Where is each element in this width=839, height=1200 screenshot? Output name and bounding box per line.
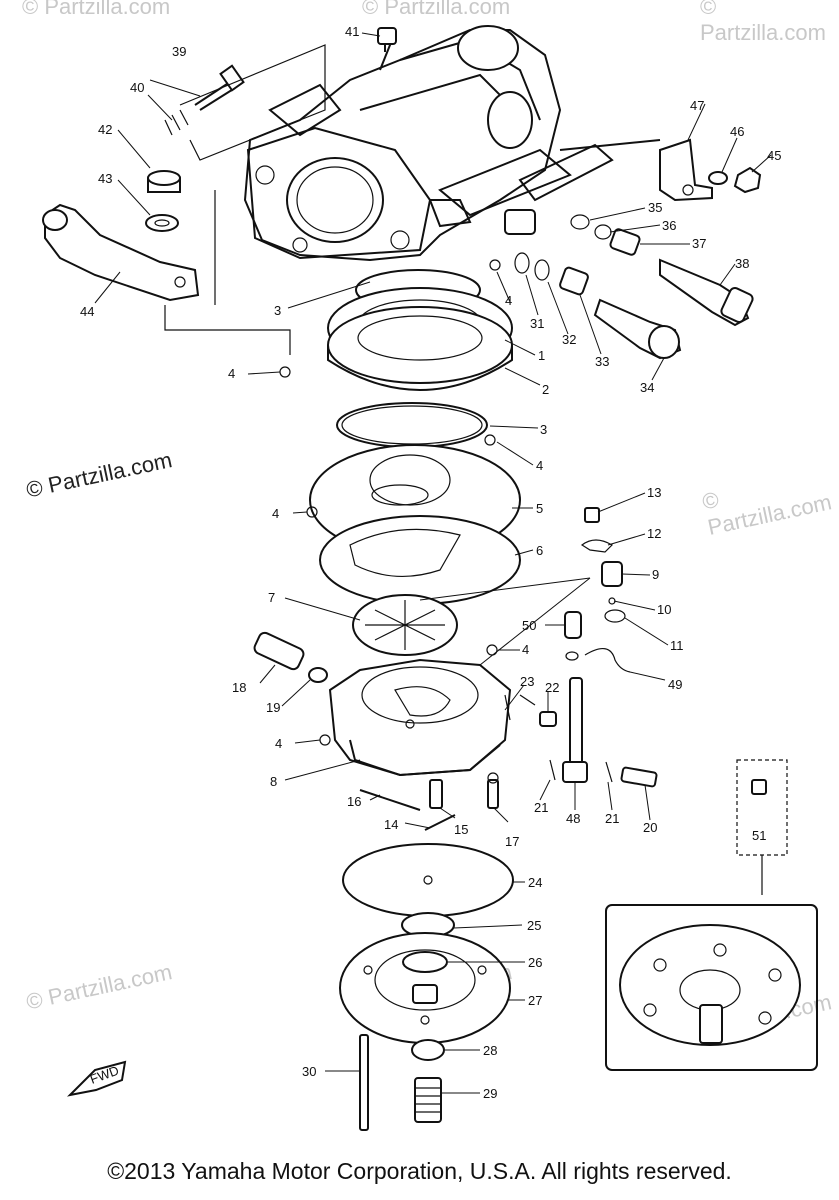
throttle-bracket: [659, 138, 762, 202]
throttle-shaft-right: [570, 214, 754, 327]
group-bracket-left: [164, 305, 291, 355]
callout-19: 19: [266, 700, 280, 715]
callout-4d: 4: [272, 506, 279, 521]
leader-diaphragm-link: [419, 577, 591, 601]
callout-21b: 21: [605, 811, 619, 826]
callout-4e: 4: [522, 642, 529, 657]
callout-29: 29: [483, 1086, 497, 1101]
pump-cover: [306, 444, 521, 656]
pilot-screw-assembly: [164, 27, 397, 136]
callout-13: 13: [647, 485, 661, 500]
callout-27: 27: [528, 993, 542, 1008]
watermark-top-left: © Partzilla.com: [22, 0, 171, 19]
group-bracket-upper: [179, 44, 326, 161]
callout-5: 5: [536, 501, 543, 516]
callout-17: 17: [505, 834, 519, 849]
callout-43: 43: [98, 171, 112, 186]
callout-41: 41: [345, 24, 359, 39]
callout-48: 48: [566, 811, 580, 826]
callout-1: 1: [538, 348, 545, 363]
drain-bolt-parts: [359, 1034, 445, 1131]
lower-diaphragm-cover: [339, 843, 514, 1044]
callout-4b: 4: [536, 458, 543, 473]
callout-8: 8: [270, 774, 277, 789]
callout-4f: 4: [275, 736, 282, 751]
callout-6: 6: [536, 543, 543, 558]
pump-body: [319, 658, 512, 777]
callout-7: 7: [268, 590, 275, 605]
callout-42: 42: [98, 122, 112, 137]
main-jet-parts: [514, 252, 682, 360]
callout-4a: 4: [505, 293, 512, 308]
callout-35: 35: [648, 200, 662, 215]
callout-21a: 21: [534, 800, 548, 815]
callout-9: 9: [652, 567, 659, 582]
callout-3a: 3: [274, 303, 281, 318]
callout-10: 10: [657, 602, 671, 617]
watermark-top-right: © Partzilla.com: [700, 0, 826, 45]
callout-50: 50: [522, 618, 536, 633]
callout-38: 38: [735, 256, 749, 271]
copyright-notice: ©2013 Yamaha Motor Corporation, U.S.A. A…: [107, 1158, 732, 1184]
leader-lines: [94, 32, 772, 1094]
callout-32: 32: [562, 332, 576, 347]
callout-28: 28: [483, 1043, 497, 1058]
forward-arrow: FWD: [66, 1060, 127, 1097]
callout-40: 40: [130, 80, 144, 95]
callout-12: 12: [647, 526, 661, 541]
callout-30: 30: [302, 1064, 316, 1079]
gasket-stack-upper: [279, 259, 513, 448]
callout-24: 24: [528, 875, 542, 890]
callout-31: 31: [530, 316, 544, 331]
callout-36: 36: [662, 218, 676, 233]
callout-49: 49: [668, 677, 682, 692]
callout-14: 14: [384, 817, 398, 832]
callout-25: 25: [527, 918, 541, 933]
callout-37: 37: [692, 236, 706, 251]
callout-11: 11: [670, 638, 684, 653]
callout-4c: 4: [228, 366, 235, 381]
callout-45: 45: [767, 148, 781, 163]
callout-3b: 3: [540, 422, 547, 437]
callout-51: 51: [752, 828, 766, 843]
callout-39: 39: [172, 44, 186, 59]
callout-26: 26: [528, 955, 542, 970]
inlet-fitting: [253, 631, 328, 683]
callout-18: 18: [232, 680, 246, 695]
callout-16: 16: [347, 794, 361, 809]
callout-33: 33: [595, 354, 609, 369]
callout-20: 20: [643, 820, 657, 835]
callout-47: 47: [690, 98, 704, 113]
callout-2: 2: [542, 382, 549, 397]
callout-34: 34: [640, 380, 654, 395]
callout-22: 22: [545, 680, 559, 695]
exploded-parts-drawing: FWD: [42, 24, 818, 1131]
lever-parts: [359, 772, 499, 831]
watermark-top-center: © Partzilla.com: [362, 0, 511, 19]
inset-detail: [605, 759, 818, 1071]
callout-44: 44: [80, 304, 94, 319]
callout-23: 23: [520, 674, 534, 689]
carburetor-body: [243, 25, 661, 262]
callout-15: 15: [454, 822, 468, 837]
float-chamber-cap: [42, 170, 200, 302]
callout-46: 46: [730, 124, 744, 139]
callout-labels: 39 40 41 42 43 44 47 46 45 35 36 37 38 3…: [80, 24, 781, 1101]
